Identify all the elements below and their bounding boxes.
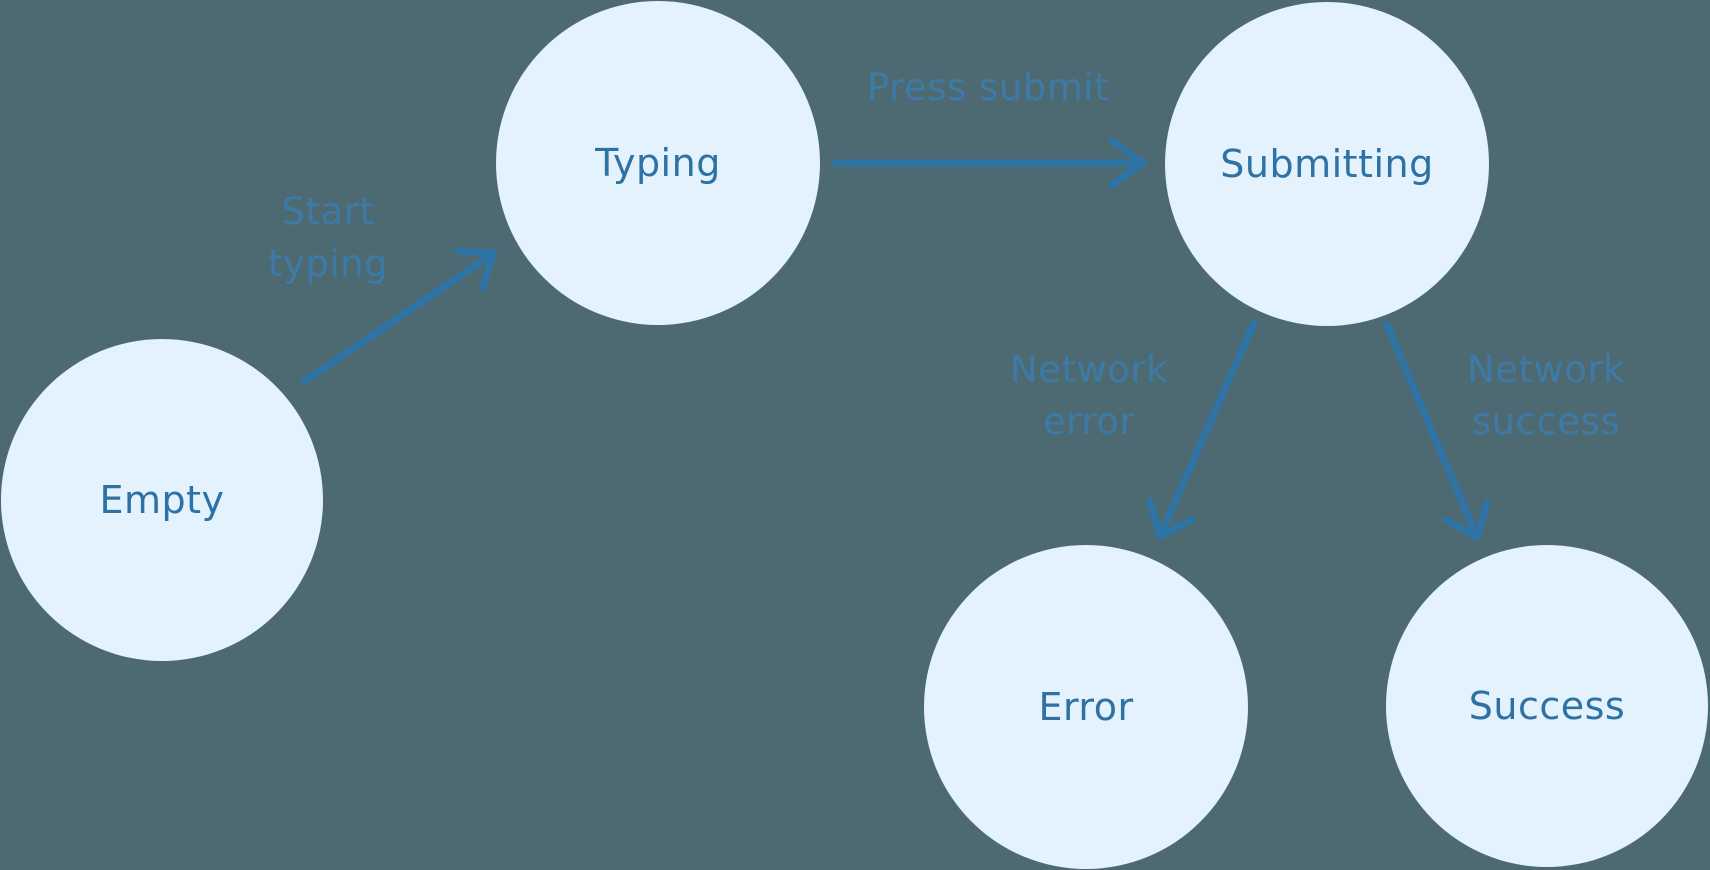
edge-line <box>1156 319 1258 540</box>
state-node-empty: Empty <box>1 339 323 661</box>
edge-typing-to-submitting <box>831 137 1147 189</box>
edge-label-line: success <box>1471 400 1621 443</box>
edge-label-line: typing <box>267 242 389 285</box>
edge-label-press-submit: Press submit <box>867 62 1109 114</box>
state-label-typing: Typing <box>595 141 721 185</box>
edge-line <box>1383 321 1481 541</box>
state-label-empty: Empty <box>99 478 225 522</box>
state-node-error: Error <box>924 545 1248 869</box>
edge-label-network-success: Network success <box>1467 344 1625 448</box>
edge-label-line: error <box>1042 400 1136 443</box>
edge-label-line: Press submit <box>866 66 1110 109</box>
state-node-success: Success <box>1386 545 1708 867</box>
arrowhead-icon <box>454 247 498 291</box>
arrowhead-icon <box>1442 499 1491 541</box>
arrowhead-icon <box>1108 137 1147 189</box>
state-node-submitting: Submitting <box>1165 2 1489 326</box>
state-label-success: Success <box>1468 684 1626 728</box>
edge-label-line: Start <box>281 190 375 233</box>
state-label-error: Error <box>1038 685 1134 729</box>
edge-label-start-typing: Start typing <box>268 186 388 290</box>
state-node-typing: Typing <box>496 1 820 325</box>
edge-label-line: Network <box>1010 348 1168 391</box>
edge-label-line: Network <box>1467 348 1625 391</box>
arrowhead-icon <box>1146 497 1196 540</box>
state-label-submitting: Submitting <box>1220 142 1434 186</box>
edge-label-network-error: Network error <box>1010 344 1168 448</box>
